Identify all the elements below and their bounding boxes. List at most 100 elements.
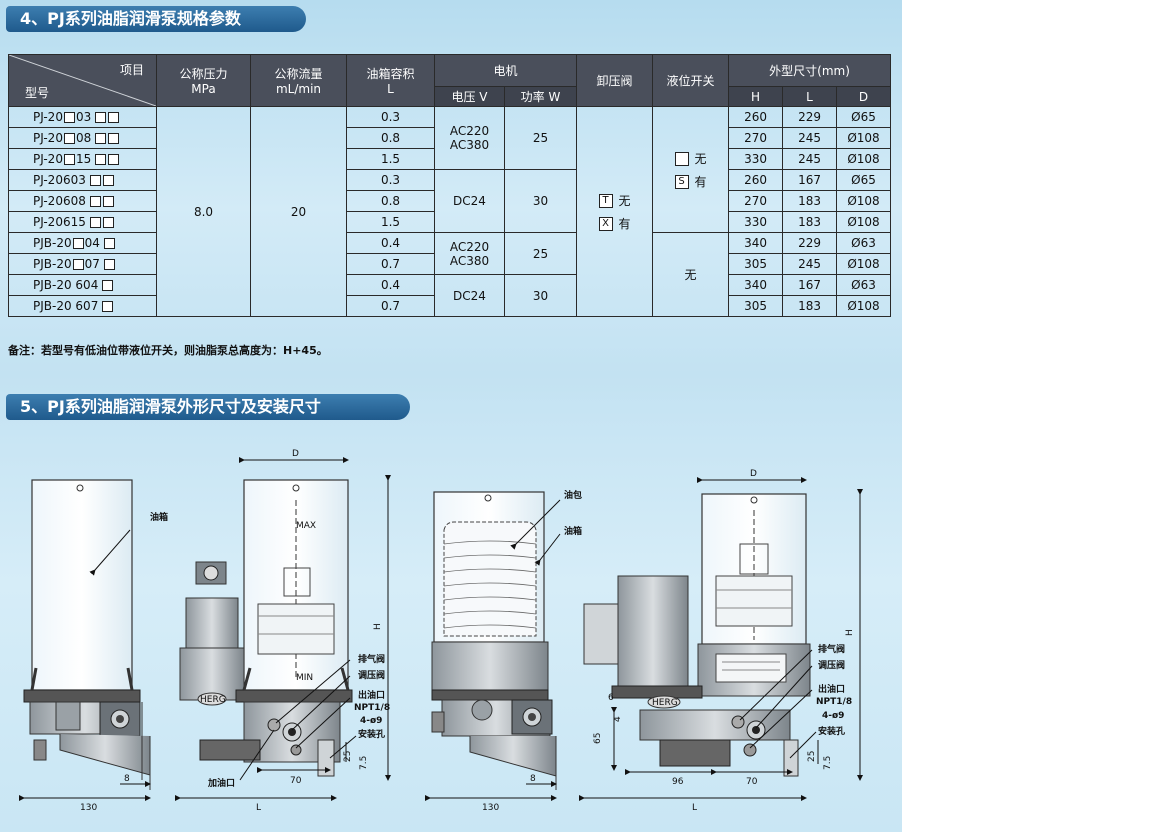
dim-25-label-2: 25 — [807, 751, 817, 762]
grease-bag-label: 油包 — [564, 489, 582, 501]
dim-l-cell: 229 — [782, 106, 838, 128]
tank-body — [31, 479, 133, 691]
dim-4-label: 4 — [613, 716, 623, 722]
header-l: L — [782, 86, 838, 107]
header-motor: 电机 — [433, 53, 578, 88]
model-cell: PJ-20608 — [8, 190, 157, 212]
header-model: 型号 — [25, 86, 50, 100]
dim-7-5-label-2: 7.5 — [823, 756, 833, 770]
placeholder-box — [102, 280, 114, 291]
holes-label-2: 4-ø9 — [822, 711, 844, 721]
drawing-front-view-2: D HERG — [579, 469, 863, 813]
dim-d-cell: Ø108 — [836, 148, 892, 170]
power-group: 30 — [503, 274, 578, 317]
tank-value: 0.7 — [346, 295, 435, 317]
dim-h-label-1: H — [373, 623, 383, 630]
voltage-group: DC24 — [434, 274, 505, 317]
dim-7-5-label-1: 7.5 — [359, 756, 369, 770]
dim-l-cell: 167 — [782, 169, 838, 191]
dim-d-label-2: D — [750, 469, 757, 479]
grease-bag — [443, 521, 537, 637]
flow-value: 20 — [250, 106, 347, 317]
dim-h-cell: 260 — [728, 106, 784, 128]
header-item-model: 项目 型号 — [8, 54, 157, 107]
placeholder-box — [72, 238, 84, 249]
tank-label-1: 油箱 — [150, 511, 168, 523]
tank-value: 0.4 — [346, 274, 435, 296]
header-level: 液位开关 — [652, 54, 730, 107]
tank-value: 0.3 — [346, 106, 435, 128]
placeholder-box — [102, 301, 114, 312]
dim-l-cell: 229 — [782, 232, 838, 254]
header-h: H — [728, 86, 784, 107]
pump-body-4 — [639, 709, 791, 741]
dim-l-cell: 245 — [782, 253, 838, 275]
dim-8-label-2: 8 — [530, 774, 536, 784]
header-dims: 外型尺寸(mm) — [728, 53, 892, 88]
dim-l-cell: 183 — [782, 295, 838, 317]
pressure-valve-label-1: 调压阀 — [358, 669, 385, 681]
dim-8-label: 8 — [124, 774, 130, 784]
table-note: 备注：若型号有低油位带液位开关，则油脂泵总高度为：H+45。 — [8, 344, 328, 357]
pressure-value: 8.0 — [156, 106, 251, 317]
dim-h-cell: 340 — [728, 274, 784, 296]
dim-96-label: 96 — [672, 777, 684, 787]
dim-d-cell: Ø108 — [836, 295, 892, 317]
header-voltage: 电压 V — [434, 86, 505, 107]
header-relief: 卸压阀 — [576, 54, 654, 107]
option-box: T — [598, 194, 613, 208]
min-label: MIN — [296, 673, 313, 683]
placeholder-box — [108, 133, 120, 144]
motor-2 — [617, 575, 689, 687]
placeholder-box — [102, 217, 114, 228]
dim-l-cell: 245 — [782, 127, 838, 149]
placeholder-box — [102, 175, 114, 186]
voltage-group: DC24 — [434, 169, 505, 233]
dim-130-label-2: 130 — [482, 803, 499, 813]
drawing-side-view-1: 8 130 油箱 — [19, 479, 168, 813]
dim-d-cell: Ø65 — [836, 169, 892, 191]
dim-h-label-2: H — [845, 629, 855, 636]
placeholder-box — [95, 133, 107, 144]
header-item: 项目 — [119, 63, 144, 77]
dim-d-cell: Ø65 — [836, 106, 892, 128]
holes-label-1: 4-ø9 — [360, 716, 382, 726]
section-title-specs: 4、PJ系列油脂润滑泵规格参数 — [6, 6, 306, 32]
max-label: MAX — [296, 521, 316, 531]
model-cell: PJB-20 604 — [8, 274, 157, 296]
dim-d-cell: Ø63 — [836, 274, 892, 296]
drawing-front-view-1: D MAX MIN HERG — [175, 449, 391, 813]
placeholder-box — [103, 238, 115, 249]
placeholder-box — [89, 217, 101, 228]
dim-d-cell: Ø108 — [836, 190, 892, 212]
fill-port-label: 加油口 — [207, 777, 235, 789]
placeholder-box — [72, 259, 84, 270]
brand-label-1: HERG — [200, 695, 226, 705]
dim-l-cell: 245 — [782, 148, 838, 170]
dim-h-cell: 330 — [728, 148, 784, 170]
npt-label-2: NPT1/8 — [816, 697, 852, 707]
dim-h-cell: 260 — [728, 169, 784, 191]
dim-130-label: 130 — [80, 803, 97, 813]
vent-valve-label-1: 排气阀 — [358, 653, 385, 665]
section-title-dimensions: 5、PJ系列油脂润滑泵外形尺寸及安装尺寸 — [6, 394, 410, 420]
dim-l-label-1: L — [256, 803, 261, 813]
